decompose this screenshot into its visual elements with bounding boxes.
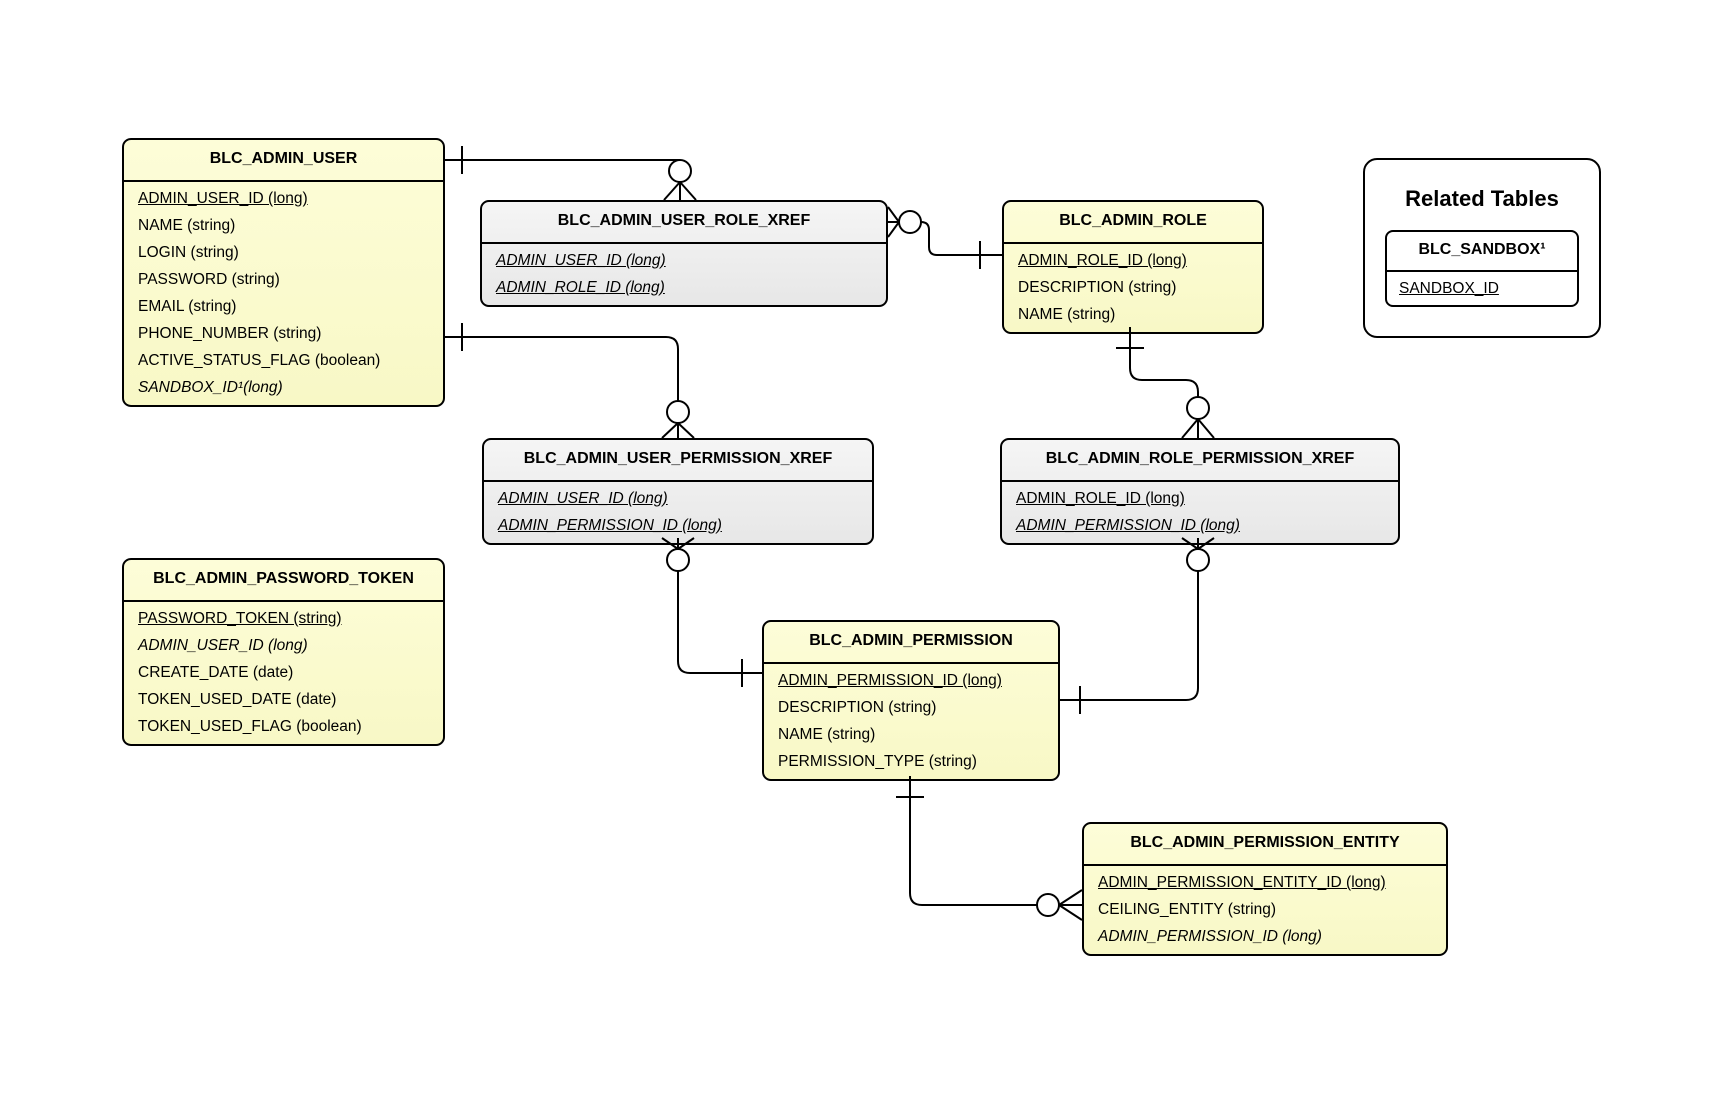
cardinality-zero-circle — [1186, 548, 1210, 572]
field-create_date: CREATE_DATE (date) — [138, 664, 294, 681]
field-admin_permission_id: ADMIN_PERMISSION_ID (long) — [778, 672, 1002, 689]
field-admin_role_id: ADMIN_ROLE_ID (long) — [1018, 252, 1187, 269]
rel-permission--permission-entity — [896, 776, 1083, 921]
field-description: DESCRIPTION (string) — [1018, 279, 1177, 296]
field-admin_user_id: ADMIN_USER_ID (long) — [496, 252, 666, 269]
field-token_used_date: TOKEN_USED_DATE (date) — [138, 691, 337, 708]
entity-field-list: ADMIN_ROLE_ID (long) DESCRIPTION (string)… — [1004, 244, 1262, 332]
field-password: PASSWORD (string) — [138, 271, 280, 288]
field-admin_role_id: ADMIN_ROLE_ID (long) — [1016, 490, 1185, 507]
entity-field-list: ADMIN_USER_ID (long) NAME (string) LOGIN (… — [124, 182, 443, 405]
entity-field-list: ADMIN_USER_ID (long) ADMIN_ROLE_ID (long) — [482, 244, 886, 305]
entity-blc-admin-password-token: BLC_ADMIN_PASSWORD_TOKEN PASSWORD_TOKEN … — [122, 558, 445, 746]
entity-title: BLC_ADMIN_USER_PERMISSION_XREF — [484, 440, 872, 482]
field-admin_permission_id: ADMIN_PERMISSION_ID (long) — [498, 517, 722, 534]
field-admin_permission_id: ADMIN_PERMISSION_ID (long) — [1098, 928, 1322, 945]
field-admin_user_id: ADMIN_USER_ID (long) — [138, 190, 308, 207]
entity-field-list: ADMIN_PERMISSION_ENTITY_ID (long) CEILING… — [1084, 866, 1446, 954]
entity-title: BLC_ADMIN_PERMISSION_ENTITY — [1084, 824, 1446, 866]
mini-table-blc-sandbox: BLC_SANDBOX¹ SANDBOX_ID — [1385, 230, 1579, 307]
entity-blc-admin-user-permission-xref: BLC_ADMIN_USER_PERMISSION_XREF ADMIN_USE… — [482, 438, 874, 545]
crows-foot — [1058, 889, 1083, 921]
entity-blc-admin-role: BLC_ADMIN_ROLE ADMIN_ROLE_ID (long) DESCR… — [1002, 200, 1264, 334]
cardinality-zero-circle — [1036, 893, 1060, 917]
entity-blc-admin-user-role-xref: BLC_ADMIN_USER_ROLE_XREF ADMIN_USER_ID (… — [480, 200, 888, 307]
entity-title: BLC_ADMIN_PERMISSION — [764, 622, 1058, 664]
entity-blc-admin-permission-entity: BLC_ADMIN_PERMISSION_ENTITY ADMIN_PERMIS… — [1082, 822, 1448, 956]
entity-title: BLC_ADMIN_USER — [124, 140, 443, 182]
field-admin_user_id: ADMIN_USER_ID (long) — [138, 637, 308, 654]
entity-title: BLC_ADMIN_ROLE — [1004, 202, 1262, 244]
entity-field-list: ADMIN_USER_ID (long) ADMIN_PERMISSION_ID … — [484, 482, 872, 543]
crows-foot — [1181, 418, 1215, 439]
entity-title: BLC_ADMIN_USER_ROLE_XREF — [482, 202, 886, 244]
field-ceiling_entity: CEILING_ENTITY (string) — [1098, 901, 1277, 918]
field-sandbox-id: SANDBOX_ID — [1399, 280, 1499, 297]
entity-title: BLC_ADMIN_ROLE_PERMISSION_XREF — [1002, 440, 1398, 482]
entity-blc-admin-permission: BLC_ADMIN_PERMISSION ADMIN_PERMISSION_ID… — [762, 620, 1060, 781]
field-name: NAME (string) — [1018, 306, 1116, 323]
field-login: LOGIN (string) — [138, 244, 239, 261]
rel-permission--user-permission-xref — [661, 537, 762, 687]
entity-field-list: ADMIN_ROLE_ID (long) ADMIN_PERMISSION_ID … — [1002, 482, 1398, 543]
field-name: NAME (string) — [778, 726, 876, 743]
cardinality-zero-circle — [666, 400, 690, 424]
rel-role--role-permission-xref — [1116, 327, 1215, 439]
field-email: EMAIL (string) — [138, 298, 237, 315]
rel-permission--role-permission-xref — [1060, 537, 1215, 714]
cardinality-zero-circle — [666, 548, 690, 572]
field-admin_permission_entity_id: ADMIN_PERMISSION_ENTITY_ID (long) — [1098, 874, 1386, 891]
related-tables-title: Related Tables — [1405, 186, 1559, 211]
field-token_used_flag: TOKEN_USED_FLAG (boolean) — [138, 718, 362, 735]
field-description: DESCRIPTION (string) — [778, 699, 937, 716]
crows-foot — [663, 181, 697, 201]
entity-field-list: ADMIN_PERMISSION_ID (long) DESCRIPTION (s… — [764, 664, 1058, 779]
field-phone_number: PHONE_NUMBER (string) — [138, 325, 322, 342]
entity-blc-admin-user: BLC_ADMIN_USER ADMIN_USER_ID (long) NAME … — [122, 138, 445, 407]
field-active_status_flag: ACTIVE_STATUS_FLAG (boolean) — [138, 352, 381, 369]
rel-role--user-role-xref — [887, 206, 1002, 269]
field-password_token: PASSWORD_TOKEN (string) — [138, 610, 342, 627]
entity-field-list: PASSWORD_TOKEN (string) ADMIN_USER_ID (lo… — [124, 602, 443, 744]
field-admin_permission_id: ADMIN_PERMISSION_ID (long) — [1016, 517, 1240, 534]
related-tables-panel: Related Tables BLC_SANDBOX¹ SANDBOX_ID — [1363, 158, 1601, 338]
field-name: NAME (string) — [138, 217, 236, 234]
field-permission_type: PERMISSION_TYPE (string) — [778, 753, 977, 770]
field-admin_user_id: ADMIN_USER_ID (long) — [498, 490, 668, 507]
crows-foot — [887, 206, 900, 238]
entity-title: BLC_ADMIN_PASSWORD_TOKEN — [124, 560, 443, 602]
mini-table-title: BLC_SANDBOX¹ — [1387, 232, 1577, 272]
crows-foot — [661, 422, 695, 439]
rel-user--user-permission-xref — [445, 323, 695, 439]
field-admin_role_id: ADMIN_ROLE_ID (long) — [496, 279, 665, 296]
rel-user--user-role-xref — [445, 146, 697, 201]
field-sandbox_idlong: SANDBOX_ID¹(long) — [138, 379, 283, 396]
cardinality-zero-circle — [668, 159, 692, 183]
cardinality-zero-circle — [898, 210, 922, 234]
entity-blc-admin-role-permission-xref: BLC_ADMIN_ROLE_PERMISSION_XREF ADMIN_ROL… — [1000, 438, 1400, 545]
cardinality-zero-circle — [1186, 396, 1210, 420]
